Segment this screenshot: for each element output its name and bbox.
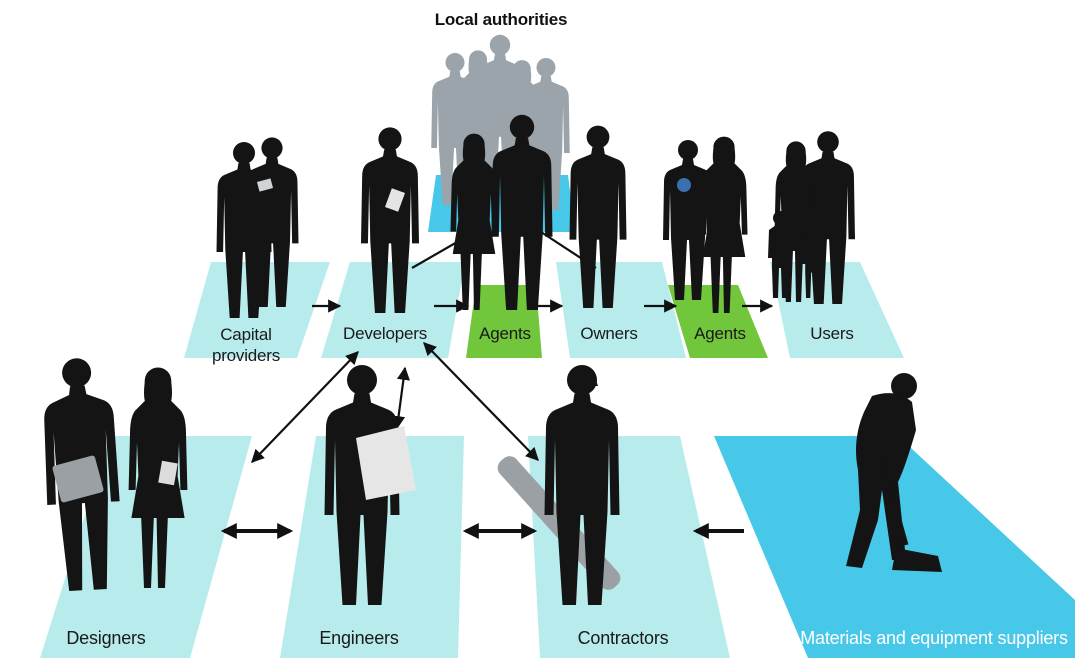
engineer-person [324,365,416,605]
contractor-person [497,365,621,605]
label-agents-2: Agents [694,324,746,343]
label-engineers: Engineers [319,628,399,648]
label-suppliers: Materials and equipment suppliers [800,628,1068,648]
label-contractors: Contractors [577,628,669,648]
label-designers: Designers [66,628,146,648]
tile-agents-2 [668,285,768,358]
capital-providers-people [216,137,299,318]
people-lower [39,356,942,605]
tile-users [770,262,904,358]
diagram-title: Local authorities [434,10,568,29]
label-owners: Owners [580,324,638,343]
arrow-developers-designers [251,351,359,463]
supplier-worker [846,373,942,572]
arrow-developers-engineers [392,366,410,430]
label-agents-1: Agents [479,324,531,343]
developer-person [361,127,419,313]
people-upper [216,114,855,318]
agents-2-people [663,136,748,313]
designers-people [39,356,188,592]
tile-developers [321,262,465,358]
label-users: Users [810,324,854,343]
tile-agents-1 [466,285,542,358]
label-capital-providers: Capital providers [211,325,281,365]
label-developers: Developers [343,324,427,343]
arrow-developers-contractors [423,342,539,461]
